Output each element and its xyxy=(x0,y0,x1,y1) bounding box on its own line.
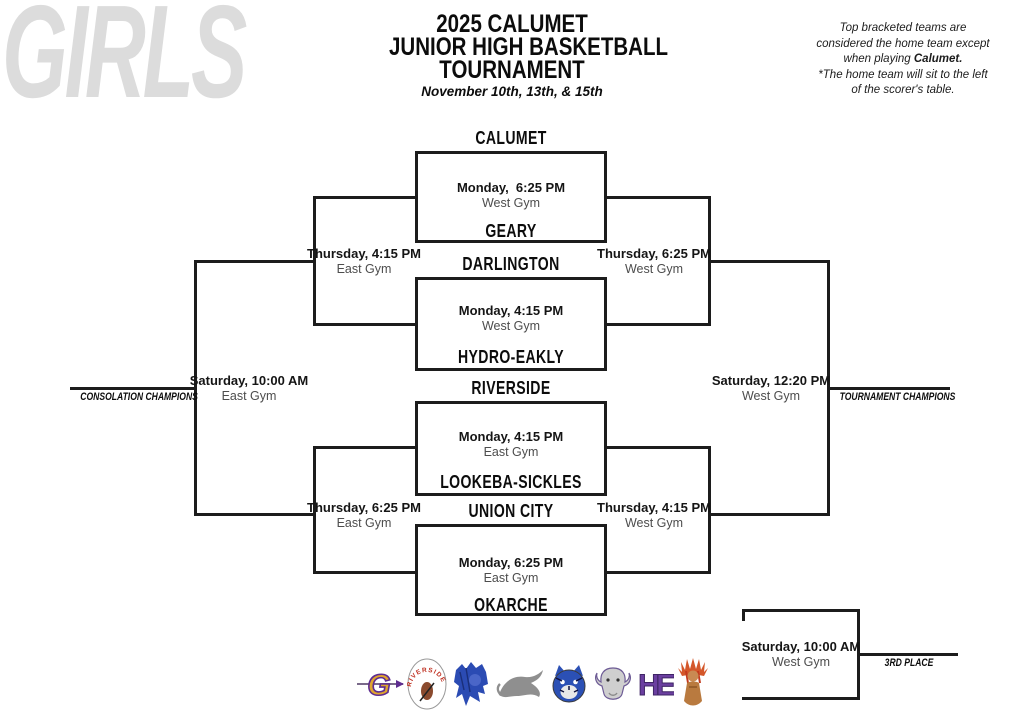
championship-final-datetime: Saturday, 12:20 PM xyxy=(711,373,831,388)
third-place-box-left-tick xyxy=(742,609,745,621)
note-line-2: considered the home team except xyxy=(816,37,990,50)
team-label-okarche: OKARCHE xyxy=(474,595,548,615)
third-place-datetime: Saturday, 10:00 AM xyxy=(741,639,861,654)
connector-box4-right xyxy=(607,571,711,574)
consolation-champions-label: CONSOLATION CHAMPIONS xyxy=(80,391,198,403)
connector-box2-right xyxy=(607,323,711,326)
page-title-line-2: JUNIOR HIGH BASKETBALL xyxy=(389,33,669,61)
tournament-champion-line xyxy=(830,387,950,390)
team-logos-row: G RIVERSIDE xyxy=(356,657,709,716)
team-label-darlington: DARLINGTON xyxy=(462,254,560,274)
note-line-5: of the scorer's table. xyxy=(851,84,955,97)
consolation-semi-top-line xyxy=(194,260,315,263)
geary-g-spear-logo-icon: G xyxy=(356,665,404,708)
game-box-4 xyxy=(415,524,607,616)
semi1-datetime: Thursday, 4:15 PM xyxy=(307,246,421,261)
third-place-line xyxy=(860,653,958,656)
connector-box3-right xyxy=(607,446,711,449)
buffalo-head-logo-icon xyxy=(593,663,633,710)
consolation-final-datetime: Saturday, 10:00 AM xyxy=(189,373,309,388)
riverside-badge-logo-icon: RIVERSIDE xyxy=(406,658,447,715)
tournament-dates: November 10th, 13th, & 15th xyxy=(421,84,603,99)
semi3-location: East Gym xyxy=(336,516,392,530)
blue-chieftain-head-logo-icon xyxy=(450,660,492,713)
connector-box2-left xyxy=(313,323,417,326)
third-place-label: 3RD PLACE xyxy=(884,657,934,669)
game4-datetime: Monday, 6:25 PM xyxy=(458,555,564,570)
svg-text:G: G xyxy=(367,669,390,702)
page-title-line-1: 2025 CALUMET xyxy=(436,10,588,38)
game1-datetime: Monday, 6:25 PM xyxy=(456,180,566,195)
hydro-eakly-he-logo-icon: HE xyxy=(636,662,680,711)
svg-text:HE: HE xyxy=(638,669,674,702)
consolation-semi-bottom-line xyxy=(194,513,315,516)
page-title-line-3: TOURNAMENT xyxy=(439,56,585,84)
semi1-location: East Gym xyxy=(336,262,392,276)
game4-location: East Gym xyxy=(483,571,539,585)
connector-box4-left xyxy=(313,571,417,574)
semi2-datetime: Thursday, 6:25 PM xyxy=(597,246,711,261)
consolation-champion-line xyxy=(70,387,197,390)
note-line-4: *The home team will sit to the left xyxy=(818,68,988,81)
team-label-lookeba-sickles: LOOKEBA-SICKLES xyxy=(440,472,582,492)
connector-box3-left xyxy=(313,446,417,449)
championship-final-location: West Gym xyxy=(741,389,801,403)
semifinal-bracket-right-bottom xyxy=(708,446,711,574)
team-label-calumet: CALUMET xyxy=(475,128,547,148)
consolation-final-location: East Gym xyxy=(221,389,277,403)
division-watermark: GIRLS xyxy=(2,0,247,125)
game2-location: West Gym xyxy=(481,319,541,333)
game3-location: East Gym xyxy=(483,445,539,459)
game2-datetime: Monday, 4:15 PM xyxy=(458,303,564,318)
home-team-note: Top bracketed teams are considered the h… xyxy=(795,21,1011,99)
note-line-1: Top bracketed teams are xyxy=(839,22,967,34)
note-line-3: when playing Calumet. xyxy=(843,53,963,66)
connector-box1-right xyxy=(607,196,711,199)
blue-tiger-head-logo-icon xyxy=(548,663,590,710)
third-place-box xyxy=(742,609,860,700)
chief-headdress-figure-logo-icon xyxy=(677,657,709,716)
winners-semi-top-line xyxy=(711,260,829,263)
team-label-union-city: UNION CITY xyxy=(468,501,554,521)
team-label-geary: GEARY xyxy=(485,221,537,241)
tournament-champions-label: TOURNAMENT CHAMPIONS xyxy=(839,391,956,403)
game3-datetime: Monday, 4:15 PM xyxy=(458,429,564,444)
semi2-location: West Gym xyxy=(624,262,684,276)
semifinal-bracket-left-bottom xyxy=(313,446,316,574)
game1-location: West Gym xyxy=(481,196,541,210)
semi4-location: West Gym xyxy=(624,516,684,530)
semi3-datetime: Thursday, 6:25 PM xyxy=(307,500,421,515)
final-bracket-right xyxy=(827,260,830,516)
team-label-riverside: RIVERSIDE xyxy=(471,378,551,398)
semi4-datetime: Thursday, 4:15 PM xyxy=(597,500,711,515)
winners-semi-bottom-line xyxy=(711,513,829,516)
gray-panther-logo-icon xyxy=(495,667,545,706)
semifinal-bracket-right-top xyxy=(708,196,711,326)
connector-box1-left xyxy=(313,196,417,199)
third-place-location: West Gym xyxy=(771,655,831,669)
team-label-hydro-eakly: HYDRO-EAKLY xyxy=(458,347,564,367)
